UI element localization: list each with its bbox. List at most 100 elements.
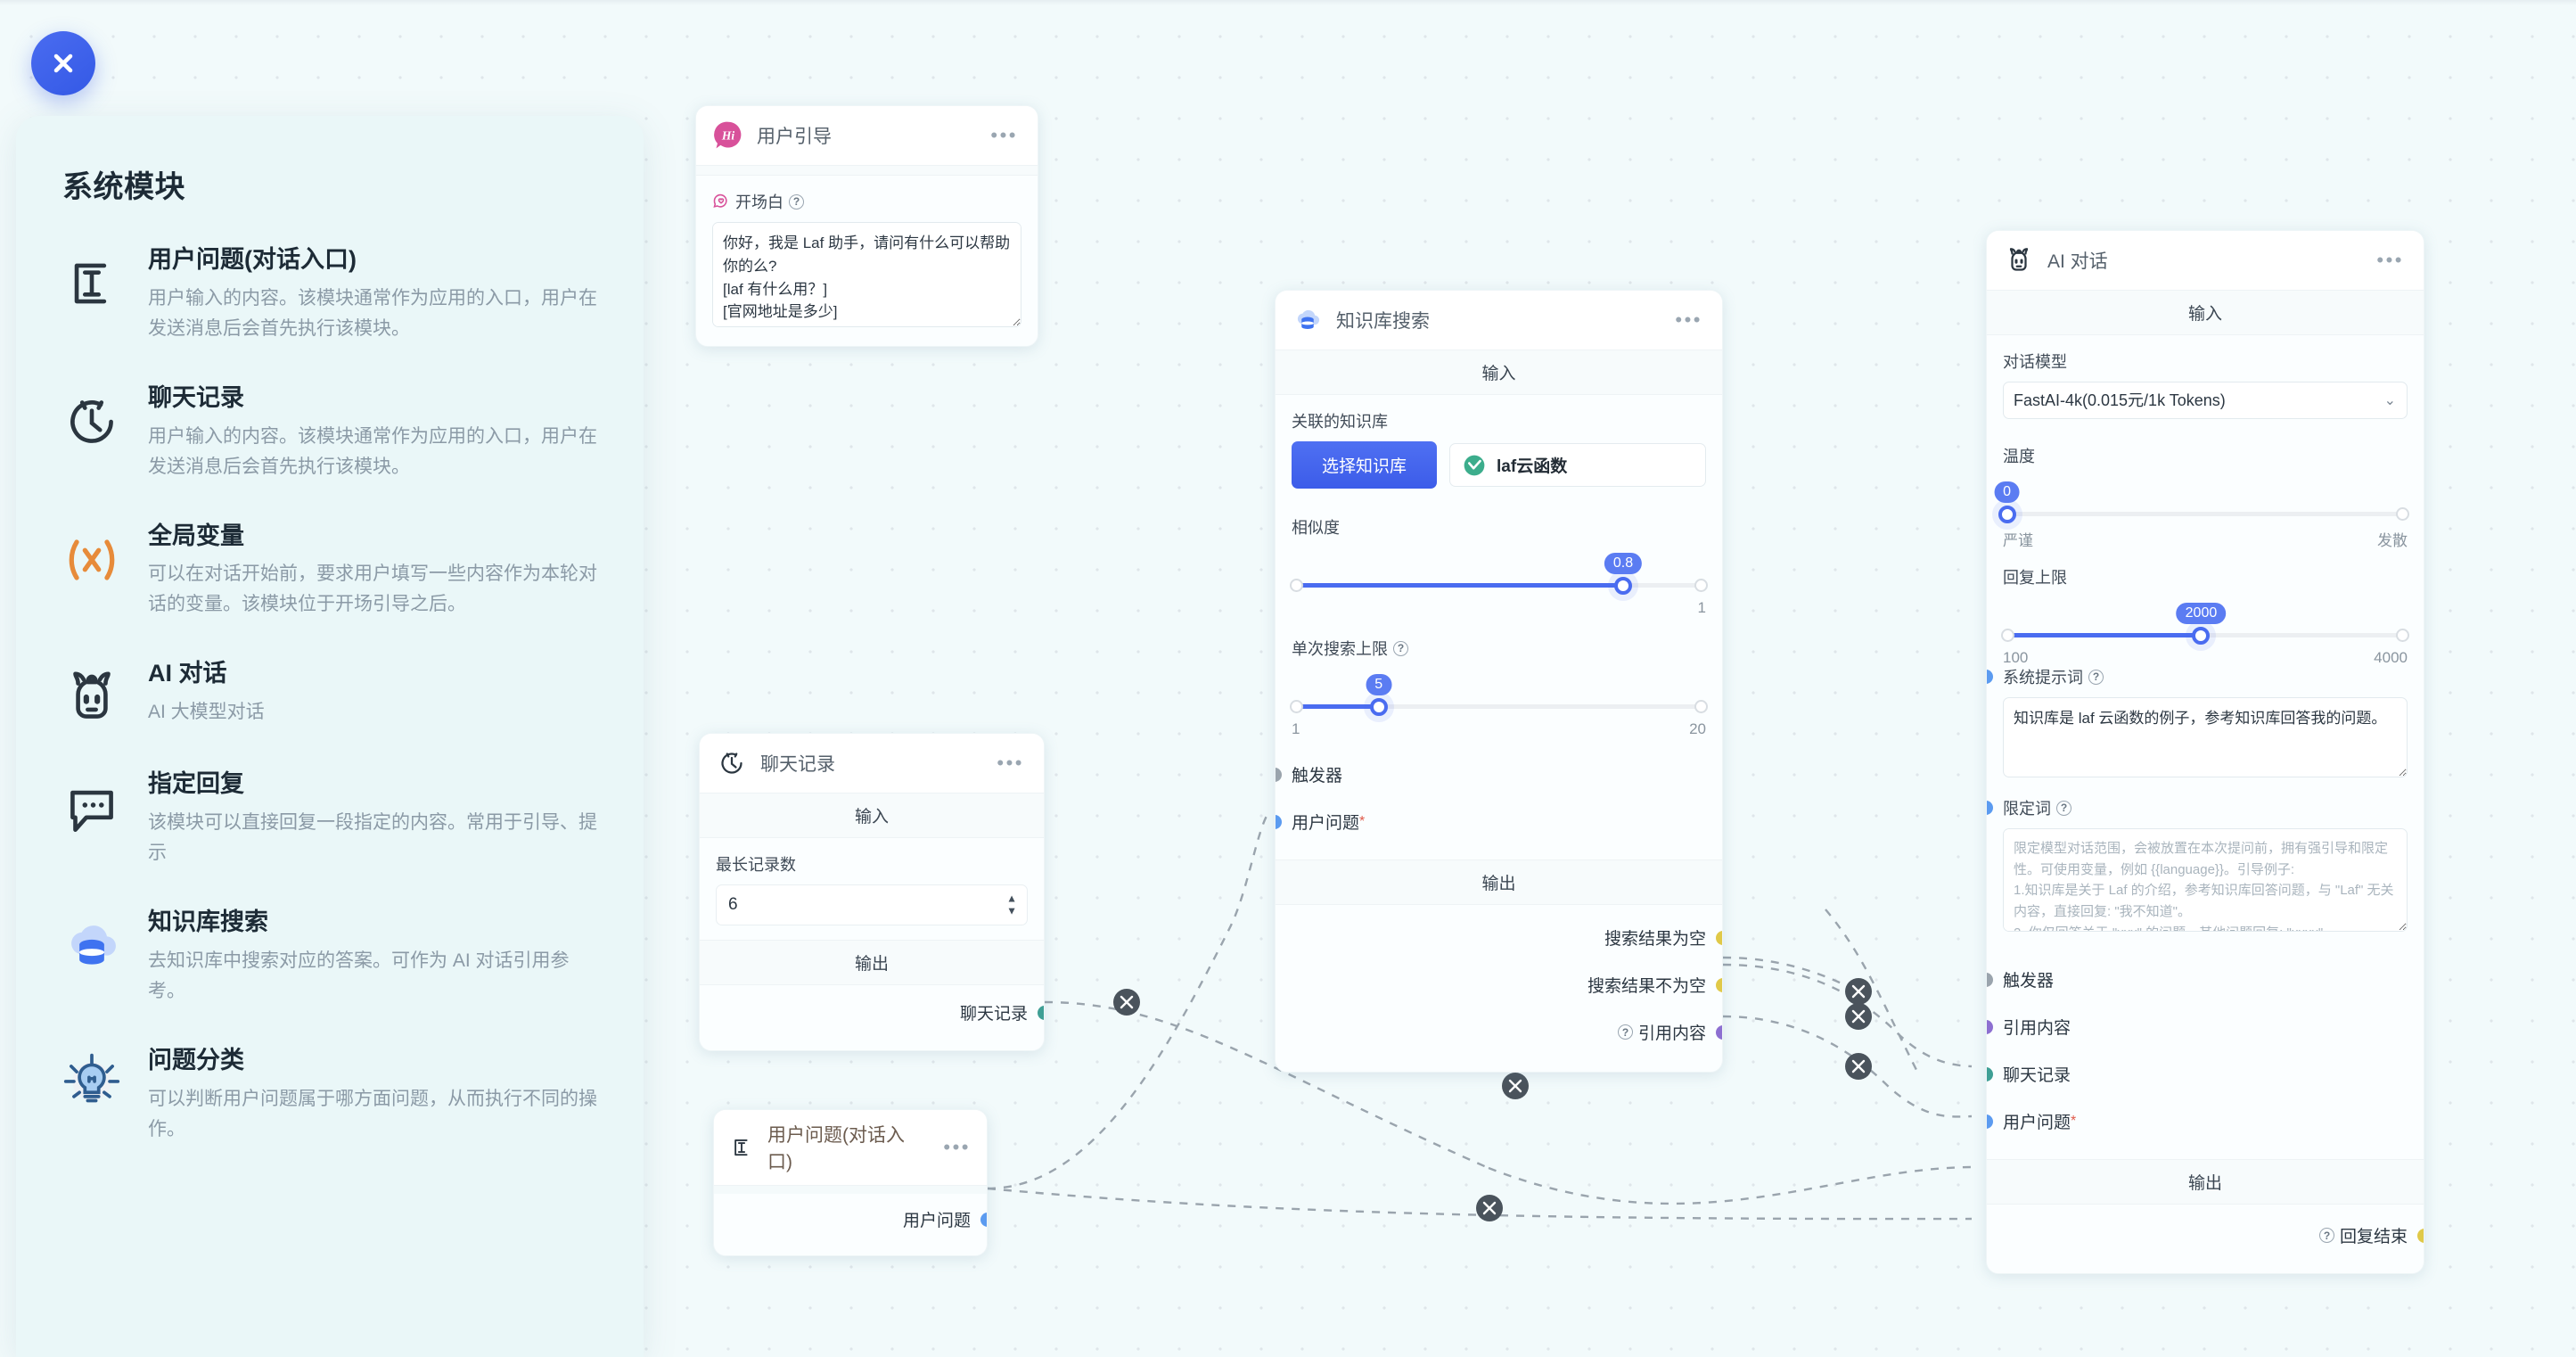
connector-dot[interactable] <box>980 1212 987 1227</box>
system-prompt-input[interactable]: 知识库是 laf 云函数的例子，参考知识库回答我的问题。 <box>2003 697 2408 777</box>
node-user-guide[interactable]: Hi 用户引导 ••• 开场白 ? 你好，我是 Laf 助手，请问有什么可以帮助… <box>695 105 1038 347</box>
output-quote-content[interactable]: ? 引用内容 <box>1292 1008 1722 1056</box>
output-search-not-empty[interactable]: 搜索结果不为空 <box>1292 961 1722 1008</box>
module-item-specified-reply[interactable]: 指定回复 该模块可以直接回复一段指定的内容。常用于引导、提示 <box>46 769 604 908</box>
ai-outputs: ? 回复结束 <box>1987 1205 2424 1273</box>
help-icon[interactable]: ? <box>1393 640 1408 656</box>
output-label: 引用内容 <box>1637 1024 1706 1043</box>
slider-max-label: 20 <box>1689 720 1706 737</box>
output-reply-finished[interactable]: ? 回复结束 <box>2003 1212 2424 1259</box>
connector-dot[interactable] <box>1276 767 1282 782</box>
help-icon[interactable]: ? <box>789 193 804 210</box>
connector-dot[interactable] <box>2417 1228 2424 1243</box>
input-user-question[interactable]: 用户问题* <box>1276 798 1706 845</box>
similarity-slider[interactable]: 0.8 1 <box>1290 553 1708 616</box>
node-kb-search[interactable]: 知识库搜索 ••• 输入 关联的知识库 选择知识库 laf云函数 相似度 <box>1275 290 1723 1073</box>
module-item-question-classify[interactable]: 问题分类 可以判断用户问题属于哪方面问题，从而执行不同的操作。 <box>46 1046 604 1184</box>
help-icon[interactable]: ? <box>1617 1024 1633 1040</box>
stepper-icon[interactable]: ▲▼ <box>1006 892 1017 917</box>
help-icon[interactable]: ? <box>2056 800 2071 816</box>
model-select-wrap[interactable]: FastAI-4k(0.015元/1k Tokens) ⌄ <box>2003 382 2408 419</box>
output-search-empty[interactable]: 搜索结果为空 <box>1292 914 1722 961</box>
input-user-question[interactable]: 用户问题* <box>1987 1098 2408 1145</box>
input-section-band: 输入 <box>1987 290 2424 335</box>
max-records-input[interactable] <box>716 884 1028 925</box>
output-label: 搜索结果不为空 <box>1587 977 1706 996</box>
slider-value-badge: 0.8 <box>1604 553 1643 574</box>
node-menu-button[interactable]: ••• <box>943 1136 971 1158</box>
slider-max-handle <box>2396 629 2409 642</box>
input-trigger[interactable]: 触发器 <box>1987 956 2408 1003</box>
similarity-label: 相似度 <box>1292 519 1340 537</box>
help-icon[interactable]: ? <box>2318 1228 2334 1243</box>
clock-history-icon <box>59 389 125 455</box>
max-records-label: 最长记录数 <box>716 856 796 874</box>
module-item-chat-history[interactable]: 聊天记录 用户输入的内容。该模块通常作为应用的入口，用户在发送消息后会首先执行该… <box>46 383 604 522</box>
input-trigger[interactable]: 触发器 <box>1276 751 1706 798</box>
slider-thumb[interactable] <box>1369 698 1388 716</box>
input-qualifier[interactable]: 限定词 ? <box>1987 782 2408 828</box>
node-header[interactable]: AI 对话 ••• <box>1987 231 2424 290</box>
edge-delete-button[interactable] <box>1476 1195 1503 1221</box>
maxtoken-slider[interactable]: 2000 100 4000 <box>2001 603 2409 666</box>
node-menu-button[interactable]: ••• <box>997 752 1024 774</box>
help-icon[interactable]: ? <box>2088 669 2104 685</box>
node-header[interactable]: Hi 用户引导 ••• <box>696 106 1038 165</box>
module-item-global-variable[interactable]: 全局变量 可以在对话开始前，要求用户填写一些内容作为本轮对话的变量。该模块位于开… <box>46 522 604 660</box>
model-select[interactable]: FastAI-4k(0.015元/1k Tokens) <box>2003 382 2408 419</box>
temperature-slider[interactable]: 0 严谨 发散 <box>1994 481 2409 549</box>
system-modules-panel: 系统模块 用户问题(对话入口) 用户输入的内容。该模块通常作为应用的入口，用户在… <box>16 116 644 1357</box>
input-system-prompt[interactable]: 系统提示词 ? <box>1987 660 2408 697</box>
slider-max-handle <box>2396 507 2409 521</box>
edge-delete-button[interactable] <box>1502 1073 1529 1099</box>
maxtoken-label: 回复上限 <box>2003 569 2067 587</box>
qualifier-input[interactable] <box>2003 828 2408 932</box>
connector-dot[interactable] <box>1716 930 1722 945</box>
node-user-question-entry[interactable]: 用户问题(对话入口) ••• 用户问题 <box>713 1109 988 1256</box>
edge-delete-button[interactable] <box>1113 989 1140 1016</box>
connector-dot[interactable] <box>1987 801 1993 815</box>
input-chat-history[interactable]: 聊天记录 <box>1987 1050 2408 1098</box>
node-ai-chat[interactable]: AI 对话 ••• 输入 对话模型 FastAI-4k(0.015元/1k To… <box>1986 230 2424 1274</box>
slider-max-label: 1 <box>1697 599 1706 616</box>
slider-thumb[interactable] <box>1998 506 2016 523</box>
connector-dot[interactable] <box>1038 1005 1044 1020</box>
slider-max-handle <box>1694 700 1708 713</box>
close-button[interactable] <box>31 31 95 95</box>
node-menu-button[interactable]: ••• <box>990 124 1018 146</box>
module-item-ai-chat[interactable]: AI 对话 AI 大模型对话 <box>46 659 604 769</box>
slider-thumb[interactable] <box>1614 577 1632 595</box>
edge-delete-button[interactable] <box>1845 978 1872 1005</box>
output-chat-history[interactable]: 聊天记录 <box>716 989 1044 1036</box>
output-user-question[interactable]: 用户问题 <box>730 1196 987 1243</box>
connector-dot[interactable] <box>1987 1066 1993 1081</box>
connector-dot[interactable] <box>1987 1019 1993 1034</box>
kb-chip[interactable]: laf云函数 <box>1449 443 1706 487</box>
connector-dot[interactable] <box>1716 977 1722 992</box>
node-body: 对话模型 FastAI-4k(0.015元/1k Tokens) ⌄ 温度 0 … <box>1987 335 2424 1159</box>
select-kb-button[interactable]: 选择知识库 <box>1292 441 1438 489</box>
connector-dot[interactable] <box>1716 1024 1722 1040</box>
node-menu-button[interactable]: ••• <box>1675 308 1702 331</box>
module-item-kb-search[interactable]: 知识库搜索 去知识库中搜索对应的答案。可作为 AI 对话引用参考。 <box>46 908 604 1046</box>
node-outputs: 用户问题 <box>714 1194 987 1255</box>
node-chat-history[interactable]: 聊天记录 ••• 输入 最长记录数 ▲▼ 输出 聊天记录 <box>699 733 1045 1051</box>
edge-delete-button[interactable] <box>1845 1003 1872 1030</box>
output-label: 搜索结果为空 <box>1604 930 1706 949</box>
module-desc: 用户输入的内容。该模块通常作为应用的入口，用户在发送消息后会首先执行该模块。 <box>148 425 597 477</box>
connector-dot[interactable] <box>1987 972 1993 987</box>
limit-slider[interactable]: 5 1 20 <box>1290 674 1708 737</box>
module-item-user-question[interactable]: 用户问题(对话入口) 用户输入的内容。该模块通常作为应用的入口，用户在发送消息后… <box>46 245 604 383</box>
node-menu-button[interactable]: ••• <box>2376 249 2404 271</box>
edge-delete-button[interactable] <box>1845 1053 1872 1080</box>
node-header[interactable]: 聊天记录 ••• <box>700 734 1044 793</box>
ai-robot-icon <box>59 664 125 730</box>
connector-dot[interactable] <box>1276 814 1282 829</box>
input-quote-content[interactable]: 引用内容 <box>1987 1003 2408 1050</box>
opening-text-input[interactable]: 你好，我是 Laf 助手，请问有什么可以帮助你的么? [laf 有什么用？] [… <box>712 222 1021 327</box>
slider-thumb[interactable] <box>2192 627 2211 645</box>
connector-dot[interactable] <box>1987 1114 1993 1129</box>
node-header[interactable]: 用户问题(对话入口) ••• <box>714 1110 987 1185</box>
connector-dot[interactable] <box>1987 670 1993 684</box>
node-header[interactable]: 知识库搜索 ••• <box>1276 291 1722 350</box>
